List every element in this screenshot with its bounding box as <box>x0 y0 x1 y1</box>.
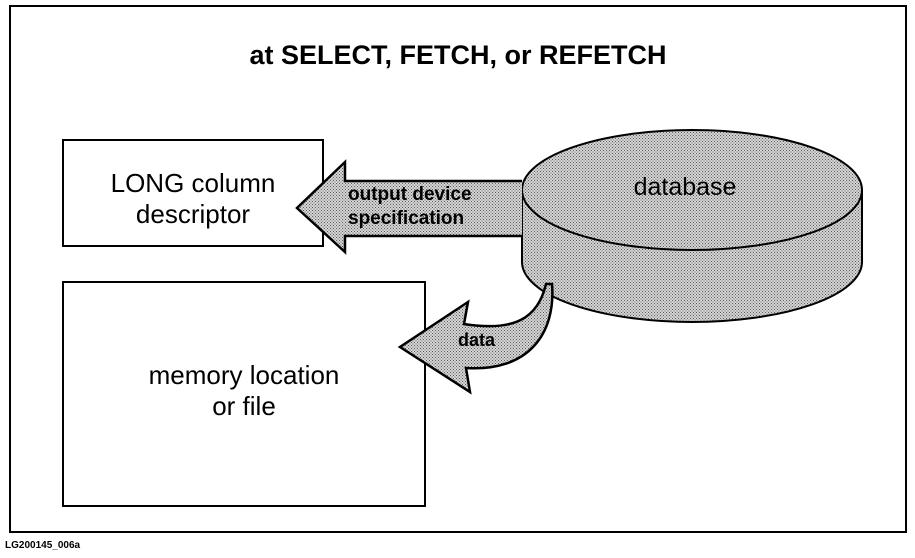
descriptor-label-line1: LONG column <box>110 168 276 198</box>
database-cylinder <box>521 129 863 323</box>
diagram-frame <box>9 5 907 533</box>
database-label: database <box>633 173 737 201</box>
memory-label-line1: memory location <box>148 360 340 390</box>
memory-box <box>62 281 426 507</box>
output-spec-label: output device specification <box>348 183 508 231</box>
output-spec-line2: specification <box>348 208 465 229</box>
memory-label-line2: or file <box>212 391 276 421</box>
descriptor-label-line2: descriptor <box>135 199 251 229</box>
descriptor-box <box>62 139 324 247</box>
data-arrow <box>397 282 554 395</box>
diagram-title: at SELECT, FETCH, or REFETCH <box>249 40 667 70</box>
figure-code: LG200145_006a <box>5 540 81 551</box>
data-arrow-label: data <box>458 330 496 350</box>
output-spec-line1: output device <box>348 184 472 205</box>
memory-label: memory location or file <box>63 360 425 422</box>
descriptor-label: LONG column descriptor <box>63 168 323 230</box>
output-spec-arrow <box>295 159 522 255</box>
